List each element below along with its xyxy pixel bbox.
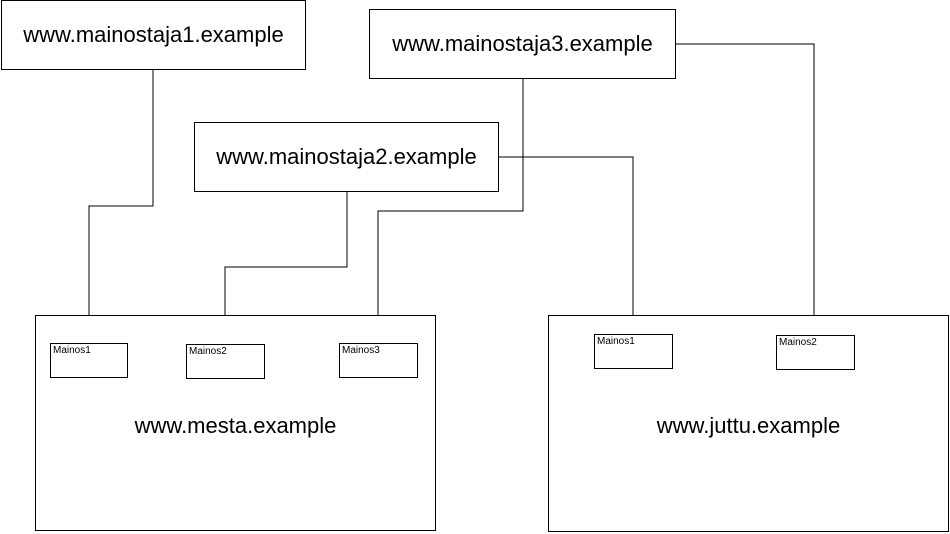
link-a2-juttu-mainos1 <box>498 156 634 333</box>
link-a2-mesta-mainos2 <box>224 191 348 343</box>
link-a3-juttu-mainos2 <box>676 43 815 334</box>
advertiser-box-mainostaja3: www.mainostaja3.example <box>369 9 676 79</box>
advertiser-label: www.mainostaja3.example <box>392 31 653 56</box>
site-box-mesta: Mainos1 Mainos2 Mainos3 www.mesta.exampl… <box>35 315 436 531</box>
ad-slot-mainos2: Mainos2 <box>186 344 265 379</box>
ad-slot-label: Mainos2 <box>779 337 817 348</box>
ad-slot-mainos3: Mainos3 <box>339 343 418 378</box>
advertiser-label: www.mainostaja1.example <box>23 22 284 47</box>
ad-slot-label: Mainos1 <box>53 345 91 356</box>
link-a1-mesta-mainos1 <box>88 70 154 342</box>
link-a3-mesta-mainos3 <box>377 79 524 342</box>
advertiser-box-mainostaja2: www.mainostaja2.example <box>194 122 499 192</box>
site-label: www.mesta.example <box>134 413 337 438</box>
advertiser-box-mainostaja1: www.mainostaja1.example <box>1 0 306 70</box>
ad-slot-label: Mainos1 <box>597 336 635 347</box>
ad-slot-label: Mainos3 <box>342 345 380 356</box>
ad-slot-label: Mainos2 <box>189 346 227 357</box>
ad-slot-mainos2: Mainos2 <box>776 335 855 370</box>
ad-slot-mainos1: Mainos1 <box>594 334 673 369</box>
advertiser-label: www.mainostaja2.example <box>216 144 477 169</box>
site-label: www.juttu.example <box>656 413 841 438</box>
site-box-juttu: Mainos1 Mainos2 www.juttu.example <box>548 315 949 532</box>
ad-slot-mainos1: Mainos1 <box>50 343 128 378</box>
